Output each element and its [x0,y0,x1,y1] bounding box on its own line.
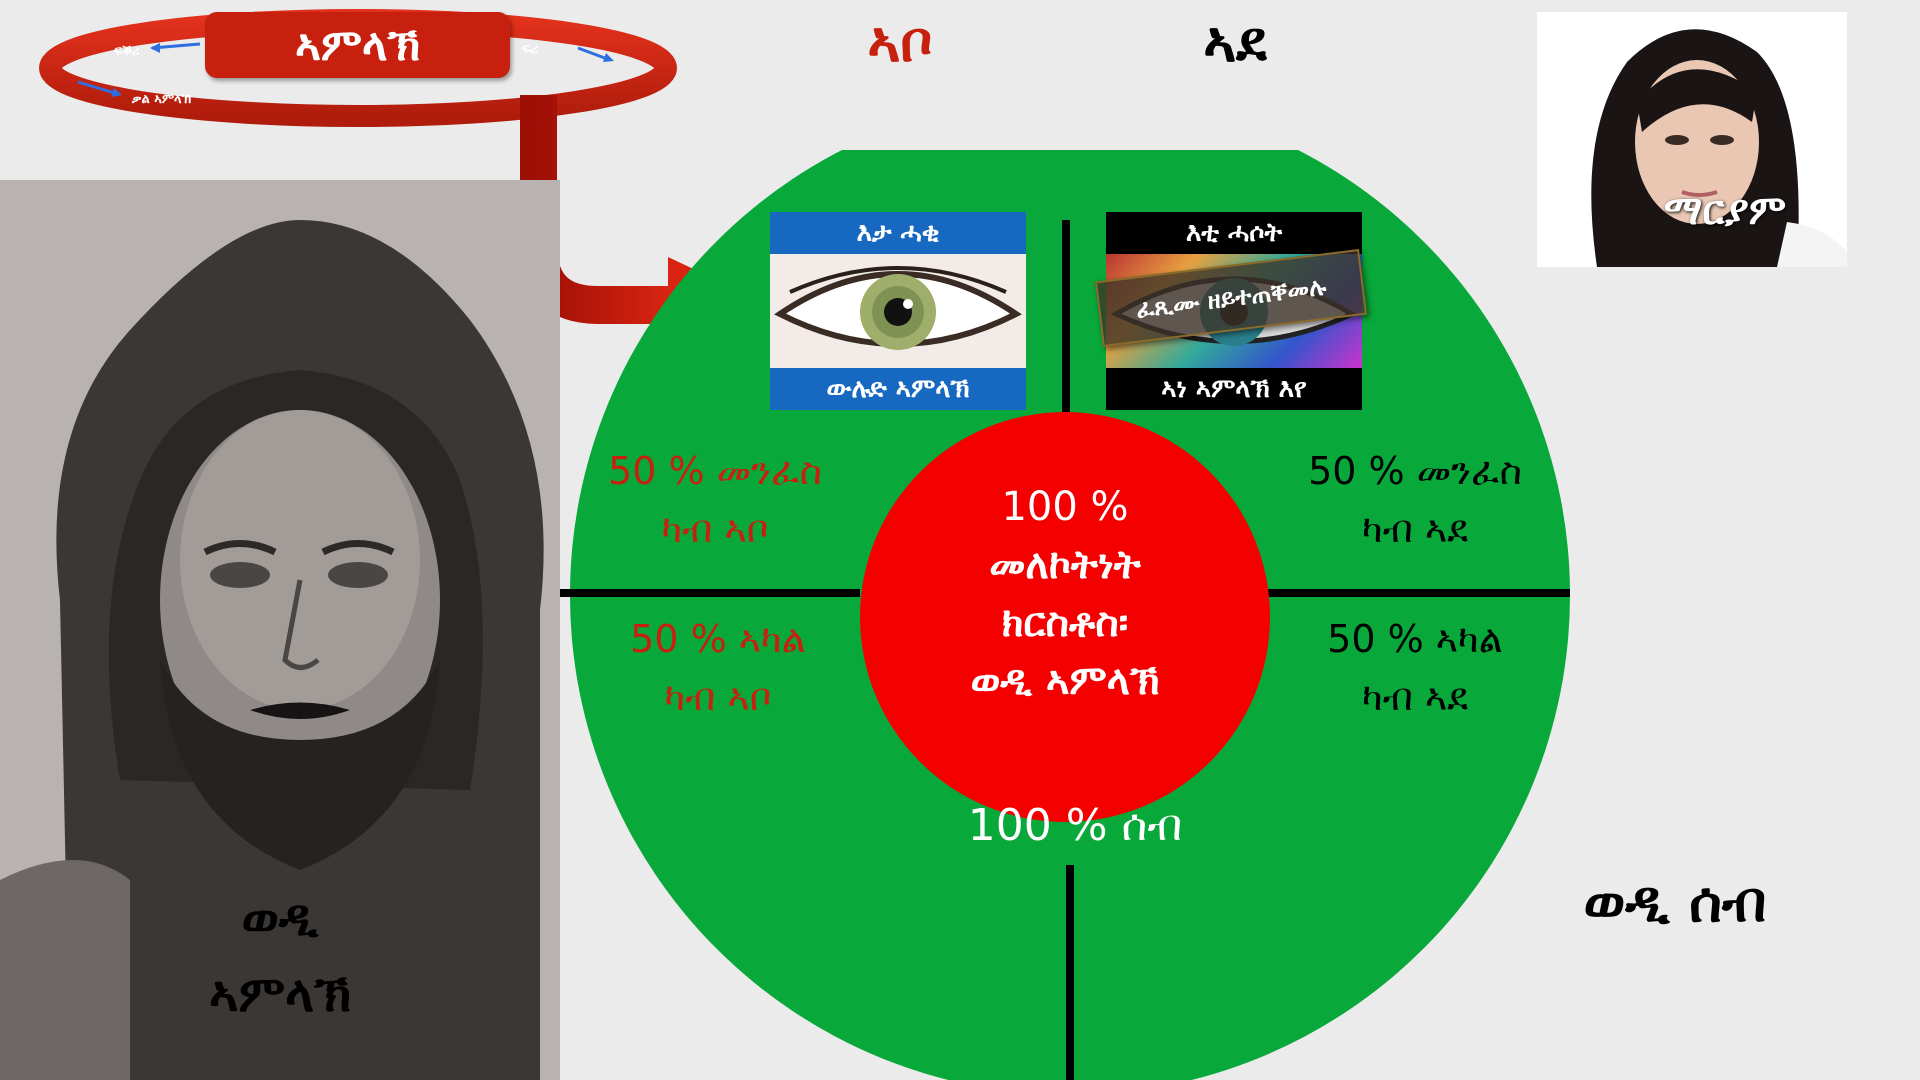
body-from-father: 50 % ኣካል ካብ ኣቦ [573,610,863,726]
spirit-from-mother-line1: 50 % መንፈስ [1308,449,1522,493]
ring-label-word: ቃል ኣምላኽ [132,92,192,107]
body-from-mother: 50 % ኣካል ካብ ኣደ [1270,610,1560,726]
spirit-from-mother: 50 % መንፈስ ካብ ኣደ [1270,442,1560,558]
body-from-father-line1: 50 % ኣካል [630,617,806,661]
false-eye-top-label: እቲ ሓሶት [1106,212,1362,254]
spirit-from-mother-line2: ካብ ኣደ [1362,507,1468,551]
son-of-man-label: ወዲ ሰብ [1583,870,1767,935]
mary-caption: ማርያም [1663,188,1787,234]
ring-title: ኣምላኽ [205,12,510,78]
body-from-mother-line2: ካብ ኣደ [1362,675,1468,719]
true-eye-bottom-label: ውሉድ ኣምላኽ [770,368,1026,410]
true-eye-box: እታ ሓቂ ውሉድ ኣምላኽ [770,212,1026,410]
divinity-center-text: 100 % መለኮትነት ክርስቶስ፡ ወዲ ኣምላኽ [925,478,1205,710]
son-of-god-line1: ወዲ [241,889,319,947]
father-label: ኣቦ [867,10,933,75]
center-line2: መለኮትነት [989,542,1141,588]
fully-human-label: 100 % ሰብ [967,800,1183,851]
mother-label: ኣደ [1203,10,1267,75]
center-line1: 100 % [1001,484,1129,530]
mary-photo [1537,12,1847,267]
center-line4: ወዲ ኣምላኽ [970,658,1160,704]
green-eye-image [770,254,1026,368]
jesus-portrait [0,180,560,1080]
true-eye-top-label: እታ ሓቂ [770,212,1026,254]
body-from-mother-line1: 50 % ኣካል [1327,617,1503,661]
spirit-from-father: 50 % መንፈስ ካብ ኣቦ [570,442,860,558]
spirit-from-father-line2: ካብ ኣቦ [661,507,769,551]
center-line3: ክርስቶስ፡ [1001,600,1129,646]
son-of-god-caption: ወዲ ኣምላኽ [160,880,400,1032]
body-from-father-line2: ካብ ኣቦ [664,675,772,719]
eye-icon [774,266,1022,350]
ring-label-love: ፍቕሪ [114,44,140,59]
woman-portrait-icon [1537,12,1847,267]
ring-arrow-bottom-icon [77,80,119,96]
spirit-from-father-line1: 50 % መንፈስ [608,449,822,493]
red-center-circle [860,412,1270,822]
false-eye-bottom-label: ኣነ ኣምላኽ እየ [1106,368,1362,410]
jesus-sketch-icon [0,220,544,1080]
ring-label-fruit: ፍሪ [522,42,539,57]
son-of-god-line2: ኣምላኽ [209,965,351,1023]
